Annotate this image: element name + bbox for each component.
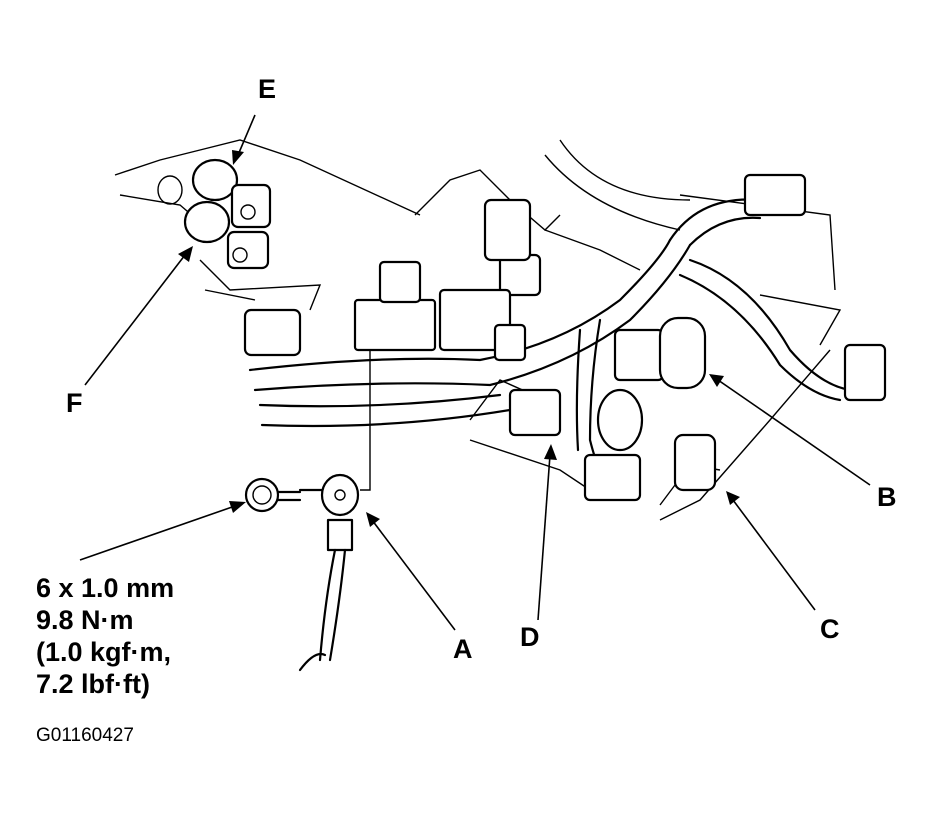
callout-a: A	[453, 634, 473, 664]
main-harness	[248, 198, 852, 472]
engine-outline	[114, 139, 842, 521]
connectors	[243, 173, 887, 502]
torque-spec-line4: 7.2 lbf·ft)	[36, 669, 150, 699]
callout-e: E	[258, 74, 277, 104]
callout-c: C	[820, 614, 840, 644]
ground-terminal-a	[244, 473, 360, 672]
figure-id: G01160427	[36, 725, 134, 746]
connector-e-f-cluster	[183, 158, 272, 270]
torque-spec-line2: 9.8 N·m	[36, 605, 134, 635]
leader-lines	[79, 114, 871, 631]
callout-d: D	[520, 622, 540, 652]
callout-b: B	[877, 482, 897, 512]
torque-spec: 6 x 1.0 mm 9.8 N·m (1.0 kgf·m, 7.2 lbf·f…	[36, 572, 174, 700]
torque-spec-line1: 6 x 1.0 mm	[36, 573, 175, 603]
callout-f: F	[66, 388, 83, 418]
torque-spec-line3: (1.0 kgf·m,	[36, 637, 172, 667]
